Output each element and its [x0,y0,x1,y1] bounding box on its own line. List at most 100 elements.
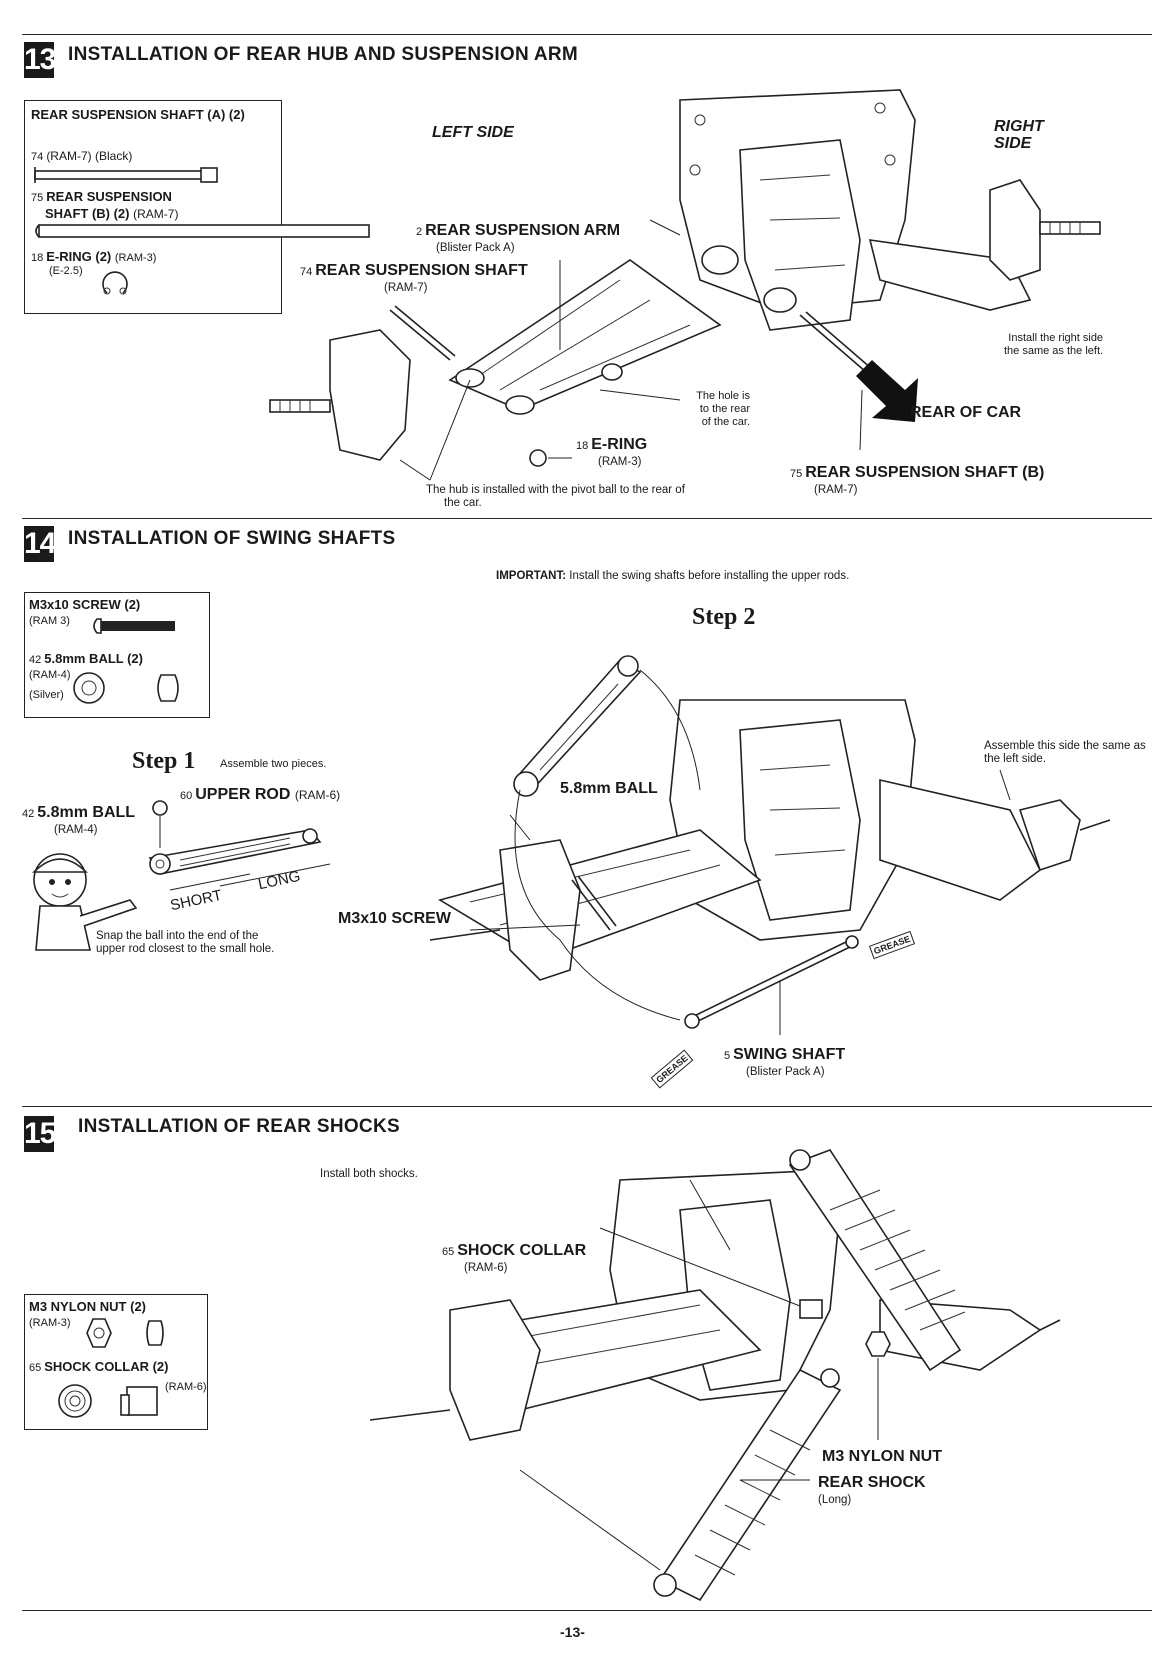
note-line1: Snap the ball into the end of the [96,930,259,942]
item-text: (RAM-7) (Black) [46,149,133,163]
section-13-title: INSTALLATION OF REAR HUB AND SUSPENSION … [68,44,579,65]
ering-icon [102,271,128,295]
note-line2: the same as the left. [1004,345,1104,357]
nut-text: M3 NYLON NUT (2) [29,1299,146,1314]
rear-of-car-arrow [856,360,918,422]
section-14-badge: 14 [24,526,56,562]
step-1-note: Assemble two pieces. [220,758,327,770]
label-text: REAR SUSPENSION SHAFT (B) [805,464,1045,481]
item-line2: SHAFT (B) (2) [45,206,130,221]
screw-bag: (RAM 3) [29,615,70,627]
left-suspension-arm [437,829,762,961]
upper-rod [514,658,642,792]
note-line1: The hub is installed with the pivot ball… [426,484,685,496]
gearbox [739,719,861,921]
ering-sub-label: (RAM-3) [598,456,642,468]
note-line2: the car. [444,497,482,509]
label-text: 5.8mm BALL [37,804,136,821]
note-line1: Assemble this side the same as [984,740,1146,752]
assemble-note: Assemble this side the same as the left … [984,740,1146,766]
parts-heading: REAR SUSPENSION SHAFT (A) (2) [31,107,245,122]
rear-shock-sub-label: (Long) [818,1494,852,1506]
left-suspension-arm [448,259,722,411]
shaft-sub-label: (RAM-7) [384,282,428,294]
important-text: Install the swing shafts before installi… [569,570,850,582]
item-number: 74 [31,151,44,163]
important-note: IMPORTANT: Install the swing shafts befo… [496,570,849,582]
item-text: 5.8mm BALL (2) [44,651,143,666]
right-side-note: Install the right side the same as the l… [1004,332,1103,358]
shock-collar [799,1299,823,1319]
hub-note: The hub is installed with the pivot ball… [426,484,685,510]
label-text: SHOCK COLLAR [457,1242,587,1259]
item-number: 65 [29,1362,42,1374]
label-text: UPPER ROD [195,786,291,803]
right-shock [788,1149,962,1372]
item-bag: (RAM-7) [133,207,179,221]
left-hub [329,329,411,461]
install-note: Install both shocks. [320,1168,418,1180]
label-bag: (RAM-6) [294,788,341,802]
label-number: 5 [724,1050,731,1062]
note-line1: The hole is [696,390,750,402]
note-line2: to the rear [699,403,750,415]
ball-bag-label: (RAM-4) [54,824,98,836]
nylon-nut-label: M3 NYLON NUT [822,1448,942,1465]
label-text: SWING SHAFT [733,1046,846,1063]
label-text: REAR SUSPENSION ARM [425,222,621,239]
gearbox [739,139,861,331]
snap-note: Snap the ball into the end of the upper … [96,930,274,956]
shaft-b-drawing [35,224,370,238]
item-text: E-RING (2) [46,249,112,264]
label-number: 2 [416,226,423,238]
nylon-nut [865,1331,891,1357]
note-line3: of the car. [701,416,750,428]
left-side-label: LEFT SIDE [432,124,514,141]
step-1-heading: Step 1 [132,748,196,774]
collar-bag: (RAM-6) [165,1381,207,1393]
rear-hub-assembly-drawing [269,89,1101,481]
important-label: IMPORTANT: [496,570,567,582]
item-bag: (RAM-3) [114,252,157,264]
ball-bag: (RAM-4) [29,669,71,681]
item-number: 75 [31,192,44,204]
upper-rod-step1-drawing [32,800,331,951]
rear-shock-label: REAR SHOCK [818,1474,926,1491]
ball-2-label: 5.8mm BALL [560,780,658,797]
label-number: 18 [576,440,589,452]
step-2-heading: Step 2 [692,604,756,630]
section-13-badge: 13 [24,42,56,78]
shock-collar-sub-label: (RAM-6) [464,1262,508,1274]
section-13-parts-box: REAR SUSPENSION SHAFT (A) (2) 74 (RAM-7)… [24,100,370,314]
section-14-rule [22,518,1152,519]
screw-icon [93,618,175,634]
label-number: 75 [790,468,803,480]
ering-size: (E-2.5) [49,265,83,277]
hole-note: The hole is to the rear of the car. [694,390,750,429]
note-line2: the left side. [984,753,1047,765]
section-15-title: INSTALLATION OF REAR SHOCKS [78,1116,400,1137]
top-rule [22,34,1152,35]
ering-part [529,449,547,467]
label-text: REAR SUSPENSION SHAFT [315,262,528,279]
swing-shaft-assembly-drawing [429,655,1111,1035]
item-number: 18 [31,252,44,264]
left-hub [449,1299,541,1441]
section-15-badge: 15 [24,1116,56,1152]
label-number: 65 [442,1246,455,1258]
ball-icon [73,672,179,704]
label-text: E-RING [591,436,648,453]
left-hub [499,839,581,981]
label-number: 42 [22,808,35,820]
section-14-title: INSTALLATION OF SWING SHAFTS [68,528,396,549]
right-side-label: RIGHT SIDE [994,118,1044,152]
